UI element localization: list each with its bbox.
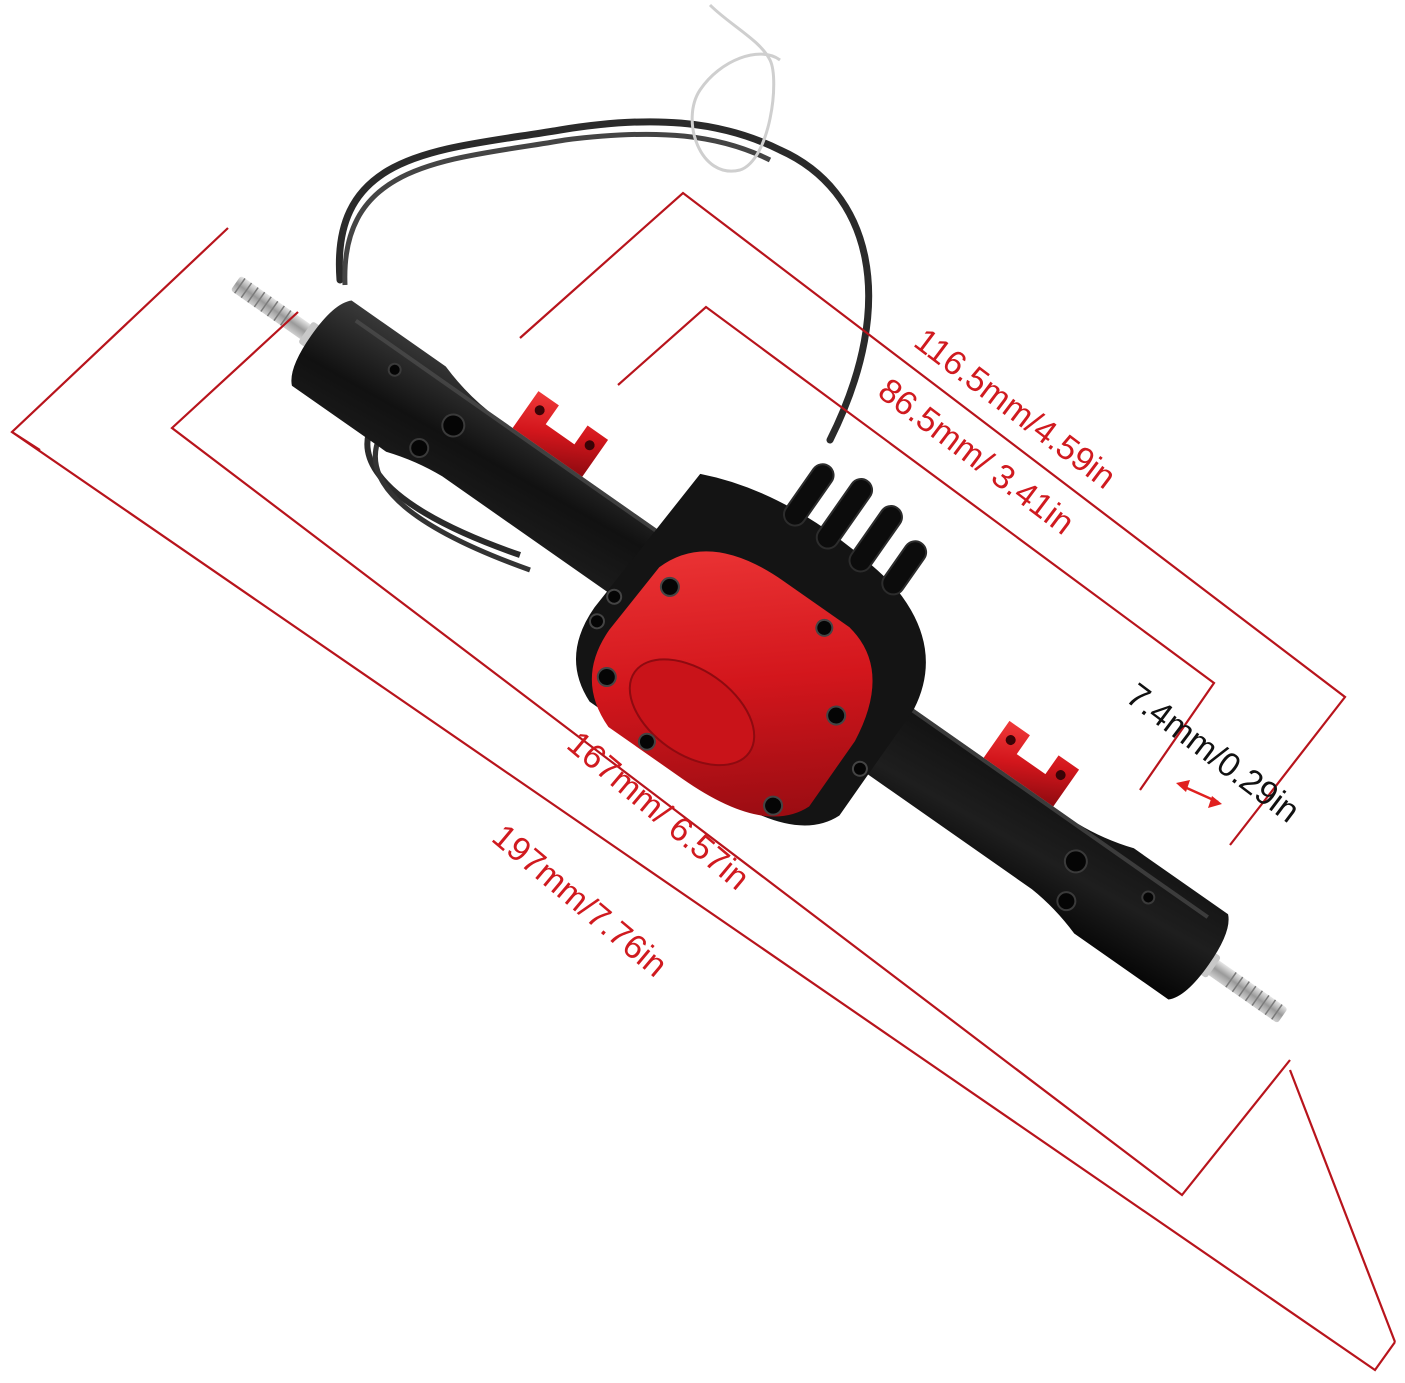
dim-arrow-slot-width bbox=[1176, 780, 1222, 808]
dimension-lines bbox=[10, 191, 1397, 1372]
differential-housing bbox=[575, 463, 928, 826]
right-link-mount bbox=[983, 720, 1080, 807]
label-slot-width: 7.4mm/0.29in bbox=[1119, 676, 1306, 830]
dim-line-outer-mount-span bbox=[519, 191, 1347, 846]
tube-bolts bbox=[387, 362, 1156, 912]
axle-assembly bbox=[231, 276, 1287, 1023]
dim-line-inner-mount-span bbox=[617, 305, 1216, 791]
dim-line-housing-length bbox=[170, 311, 1291, 1197]
red-diff-cover bbox=[591, 551, 873, 817]
label-overall-length: 197mm/7.76in bbox=[485, 817, 674, 985]
thin-wire bbox=[690, 3, 781, 173]
left-link-mount bbox=[512, 391, 609, 477]
dim-line-overall-length bbox=[10, 227, 1396, 1372]
